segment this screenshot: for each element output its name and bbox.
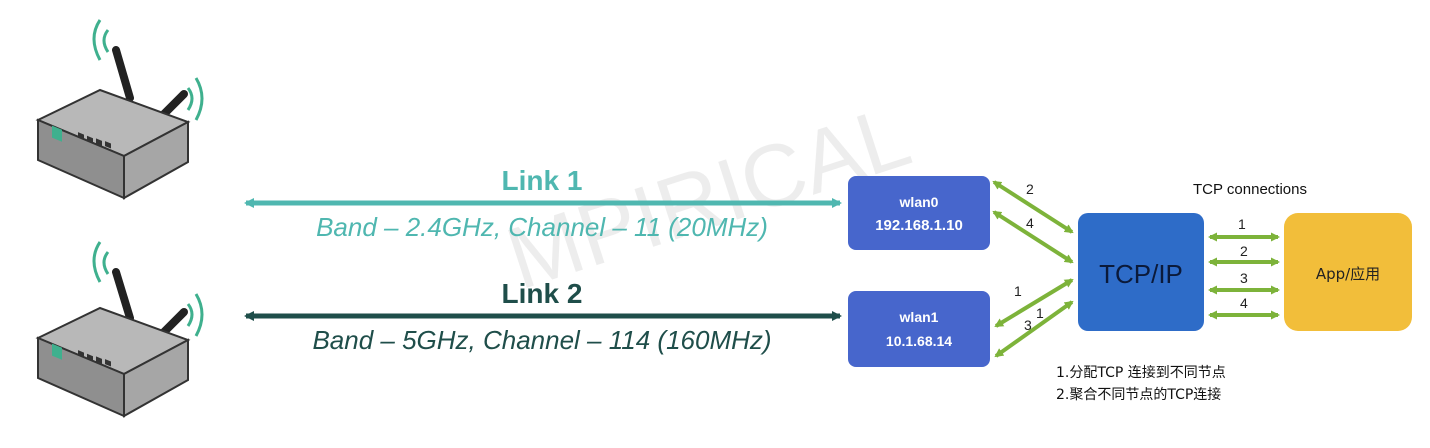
wlan1-name: wlan1 xyxy=(899,309,939,325)
wlan1-arrow-label-0: 1 xyxy=(1014,283,1022,299)
app-arrow-label-4: 4 xyxy=(1240,295,1248,311)
router-2-icon xyxy=(35,241,204,418)
wlan0-ip: 192.168.1.10 xyxy=(875,217,963,234)
wlan0-arrow-label-0: 2 xyxy=(1026,181,1034,197)
wlan0-arrow-label-1: 4 xyxy=(1026,215,1034,231)
tcpip-label: TCP/IP xyxy=(1099,259,1183,289)
link2-title: Link 2 xyxy=(502,278,583,309)
wlan1-ip: 10.1.68.14 xyxy=(886,333,952,349)
app-arrow-label-1: 1 xyxy=(1238,216,1246,232)
wlan1-arrow-b xyxy=(994,300,1074,358)
link2-subtitle: Band – 5GHz, Channel – 114 (160MHz) xyxy=(312,325,771,355)
app-arrow-label-3: 3 xyxy=(1240,270,1248,286)
wlan1-arrow-label-1: 1 xyxy=(1036,305,1044,321)
tcpip-box xyxy=(1078,213,1204,331)
tcp-connections-label: TCP connections xyxy=(1193,181,1307,198)
router-1-icon xyxy=(35,19,204,200)
note-1: 1.分配TCP 连接到不同节点 xyxy=(1056,364,1226,381)
wlan1-arrow-a xyxy=(994,278,1074,328)
wlan0-box xyxy=(848,176,990,250)
wlan1-box xyxy=(848,291,990,367)
wlan1-arrow-label-2: 3 xyxy=(1024,317,1032,333)
app-box xyxy=(1284,213,1412,331)
link1-subtitle: Band – 2.4GHz, Channel – 11 (20MHz) xyxy=(316,212,768,242)
note-2: 2.聚合不同节点的TCP连接 xyxy=(1056,386,1221,403)
app-arrow-label-2: 2 xyxy=(1240,243,1248,259)
wlan0-name: wlan0 xyxy=(899,194,939,210)
wlan0-arrow-b xyxy=(992,210,1074,264)
link1-title: Link 1 xyxy=(502,165,583,196)
app-label: App/应用 xyxy=(1316,265,1380,283)
